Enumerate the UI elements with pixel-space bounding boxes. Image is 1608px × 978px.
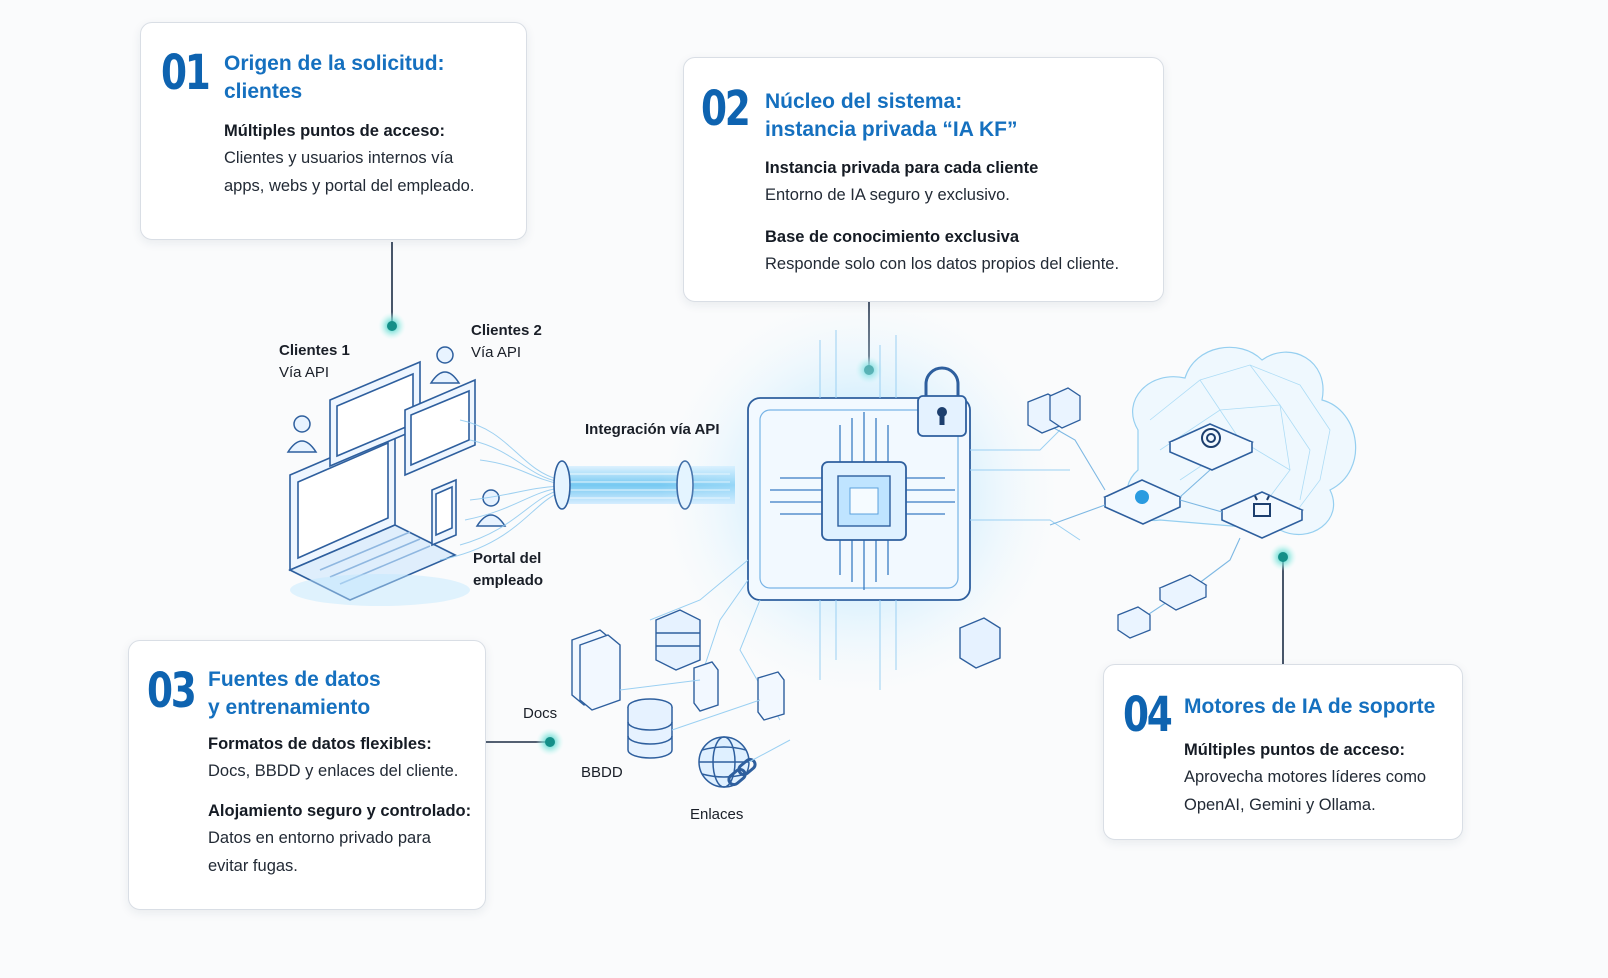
section-heading: Instancia privada para cada cliente xyxy=(765,159,1039,177)
cloud-mesh xyxy=(1149,364,1331,521)
phone-icon xyxy=(431,478,457,547)
section-text: Clientes y usuarios internos vía apps, w… xyxy=(224,149,475,195)
lock-icon xyxy=(917,366,967,437)
card-number: 04 xyxy=(1123,687,1173,743)
section-text: Responde solo con los datos propios del … xyxy=(765,255,1120,273)
label-enlaces: Enlaces xyxy=(690,806,744,823)
card-fuentes: 03 Fuentes de datos y entrenamiento Form… xyxy=(128,640,486,910)
label-clientes-1-sub: Vía API xyxy=(279,364,330,381)
label-docs: Docs xyxy=(523,705,558,722)
label-clientes-2: Clientes 2 xyxy=(471,322,542,339)
card-title: Motores de IA de soporte xyxy=(1184,695,1436,718)
section-text: Entorno de IA seguro y exclusivo. xyxy=(765,186,1010,204)
laptop-icon xyxy=(288,428,457,601)
section-heading: Múltiples puntos de acceso: xyxy=(224,122,445,140)
card-motores: 04 Motores de IA de soporte Múltiples pu… xyxy=(1103,664,1463,840)
section-heading: Base de conocimiento exclusiva xyxy=(765,228,1020,246)
server-icon xyxy=(655,609,1001,671)
card-title: Fuentes de datos y entrenamiento xyxy=(208,668,381,719)
card-number: 01 xyxy=(161,45,211,101)
small-servers xyxy=(1027,387,1208,639)
tablet-icon xyxy=(329,360,476,477)
section-text: Datos en entorno privado para evitar fug… xyxy=(208,829,431,875)
card-title: Origen de la solicitud: clientes xyxy=(224,52,445,103)
android-icon xyxy=(1253,495,1271,517)
card-title: Núcleo del sistema: instancia privada “I… xyxy=(765,90,1018,141)
section-heading: Múltiples puntos de acceso: xyxy=(1184,741,1405,759)
label-clientes-2-sub: Vía API xyxy=(471,344,522,361)
section-text: Aprovecha motores líderes como OpenAI, G… xyxy=(1184,768,1427,814)
database-icon xyxy=(627,698,673,759)
openai-icon xyxy=(1201,428,1221,448)
user-icon xyxy=(286,346,507,527)
label-integracion: Integración vía API xyxy=(585,421,720,438)
section-text: Docs, BBDD y enlaces del cliente. xyxy=(208,762,459,780)
label-portal: Portal del empleado xyxy=(473,550,544,589)
link-icon xyxy=(727,757,757,787)
card-nucleo: 02 Núcleo del sistema: instancia privada… xyxy=(683,57,1164,302)
section-heading: Alojamiento seguro y controlado: xyxy=(208,802,472,820)
card-number: 02 xyxy=(701,81,751,137)
label-bbdd: BBDD xyxy=(581,764,623,781)
section-heading: Formatos de datos flexibles: xyxy=(208,735,432,753)
chip-icon xyxy=(747,397,971,601)
card-number: 03 xyxy=(147,663,197,719)
fiber-lines xyxy=(439,419,561,561)
label-clientes-1: Clientes 1 xyxy=(279,342,350,359)
document-icon xyxy=(571,629,785,721)
circuit-traces xyxy=(649,330,1081,721)
card-origen: 01 Origen de la solicitud: clientes Múlt… xyxy=(140,22,527,240)
